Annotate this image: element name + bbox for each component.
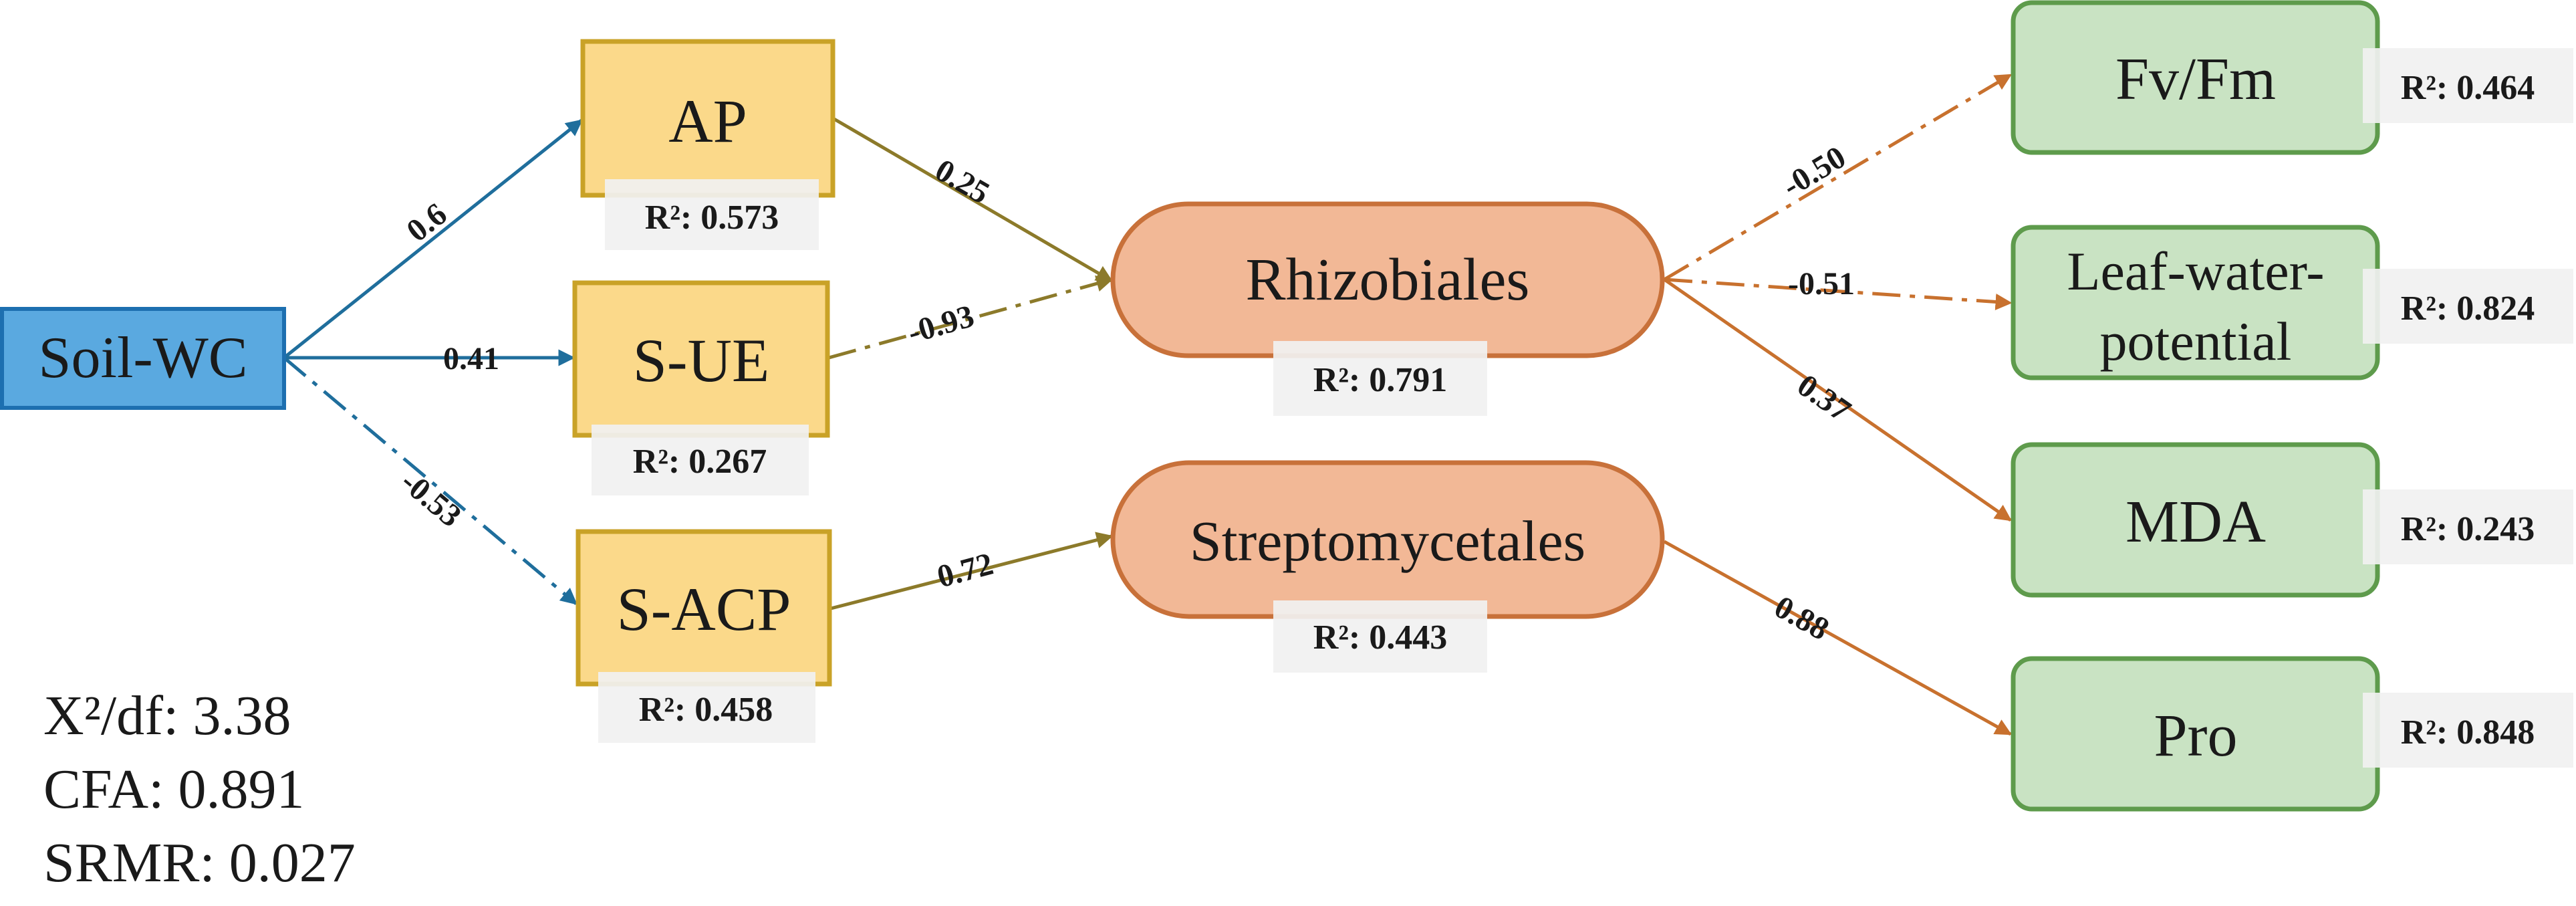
pro-r2-label: R²: 0.848 — [2401, 713, 2535, 752]
mda-r2-badge — [2363, 489, 2573, 564]
fv-fm-label: Fv/Fm — [2115, 46, 2276, 112]
s-acp-r2-badge — [598, 672, 815, 743]
path-arrow-rhizobiales-fvfm — [1663, 73, 2013, 281]
path-arrow-soilwc-ap — [283, 119, 583, 359]
leaf-water-label-line2: potential — [2100, 311, 2292, 372]
fv-fm-r2-label: R²: 0.464 — [2401, 69, 2535, 107]
ap-label: AP — [668, 87, 747, 155]
path-arrow-sacp-streptomycetales — [830, 532, 1114, 610]
coef-rhizobiales-mda: 0.37 — [1791, 368, 1857, 429]
mda-r2-label: R²: 0.243 — [2401, 510, 2535, 548]
ap-r2-label: R²: 0.573 — [645, 199, 779, 237]
coef-streptomycetales-pro: 0.88 — [1769, 589, 1835, 647]
pro-label: Pro — [2154, 703, 2237, 769]
coef-sue-rhizobiales: -0.93 — [904, 298, 978, 351]
path-arrow-streptomycetales-pro — [1663, 540, 2013, 736]
s-ue-label: S-UE — [633, 326, 769, 394]
fv-fm-r2-badge — [2363, 48, 2573, 123]
coef-soilwc-sacp: -0.53 — [394, 464, 469, 534]
s-ue-r2-label: R²: 0.267 — [633, 443, 767, 481]
coef-soilwc-sue: 0.41 — [443, 341, 499, 376]
node-s-acp: S-ACP R²: 0.458 — [575, 529, 832, 743]
node-s-ue: S-UE R²: 0.267 — [572, 280, 830, 495]
node-soil-wc: Soil-WC — [0, 307, 286, 410]
path-coefficients: 0.6 0.41 -0.53 0.25 -0.93 0.72 -0.50 -0.… — [394, 139, 1857, 647]
leaf-water-r2-label: R²: 0.824 — [2401, 290, 2535, 328]
path-arrow-rhizobiales-mda — [1663, 277, 2013, 522]
soil-wc-box — [0, 307, 286, 410]
mda-label: MDA — [2126, 489, 2266, 555]
s-ue-box — [572, 280, 830, 438]
coef-ap-rhizobiales: 0.25 — [929, 152, 995, 211]
model-fit-indices: X²/df: 3.38 CFA: 0.891 SRMR: 0.027 — [43, 685, 356, 894]
coef-sacp-streptomycetales: 0.72 — [934, 546, 997, 595]
coef-rhizobiales-leafwater: -0.51 — [1788, 266, 1855, 302]
node-mda: MDA R²: 0.243 — [2011, 442, 2573, 598]
leaf-water-r2-badge — [2363, 269, 2573, 344]
node-streptomycetales: Streptomycetales R²: 0.443 — [1110, 460, 1665, 673]
fit-cfa: CFA: 0.891 — [43, 758, 305, 820]
streptomycetales-r2-label: R²: 0.443 — [1313, 618, 1447, 657]
soil-wc-label: Soil-WC — [39, 326, 248, 390]
rhizobiales-r2-badge — [1273, 341, 1487, 416]
path-arrow-rhizobiales-leafwater — [1664, 277, 2013, 310]
path-arrow-soilwc-sacp — [283, 356, 577, 605]
path-arrow-ap-rhizobiales — [833, 117, 1114, 283]
streptomycetales-label: Streptomycetales — [1190, 509, 1585, 573]
rhizobiales-label: Rhizobiales — [1246, 247, 1530, 313]
streptomycetales-r2-badge — [1273, 600, 1487, 673]
node-rhizobiales: Rhizobiales R²: 0.791 — [1110, 201, 1665, 416]
leaf-water-label-line1: Leaf-water- — [2067, 241, 2324, 302]
s-ue-r2-badge — [592, 425, 809, 495]
rhizobiales-r2-label: R²: 0.791 — [1313, 361, 1447, 399]
path-arrows — [283, 73, 2013, 736]
ap-r2-badge — [605, 179, 819, 250]
pro-r2-badge — [2363, 693, 2573, 768]
s-acp-label: S-ACP — [617, 575, 791, 643]
node-pro: Pro R²: 0.848 — [2011, 656, 2573, 812]
fit-srmr: SRMR: 0.027 — [43, 832, 356, 894]
s-acp-r2-label: R²: 0.458 — [639, 691, 773, 729]
node-leaf-water-potential: Leaf-water- potential R²: 0.824 — [2011, 225, 2573, 380]
coef-rhizobiales-fvfm: -0.50 — [1777, 139, 1852, 204]
node-fv-fm: Fv/Fm R²: 0.464 — [2011, 0, 2573, 155]
path-arrow-sue-rhizobiales — [828, 275, 1114, 360]
coef-soilwc-ap: 0.6 — [400, 196, 454, 249]
fit-chi-df: X²/df: 3.38 — [43, 685, 291, 747]
s-acp-box — [575, 529, 832, 687]
node-ap: AP R²: 0.573 — [580, 39, 835, 250]
